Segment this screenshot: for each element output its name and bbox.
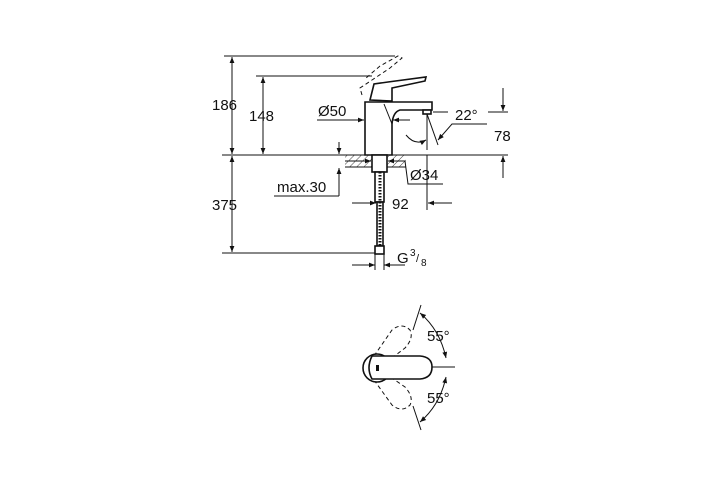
indicator-mark: [376, 365, 379, 371]
top-view: 55° 55°: [362, 304, 455, 431]
aerator: [422, 109, 432, 115]
label-92: 92: [392, 196, 409, 213]
label-max30: max.30: [277, 179, 326, 196]
side-view: 186 148 375 Ø50 22° 78: [212, 55, 511, 270]
label-connection: G: [397, 250, 409, 267]
label-connection-num: 3: [410, 248, 416, 259]
label-78: 78: [494, 128, 511, 145]
lever-handle: [368, 76, 428, 102]
label-angle-22: 22°: [455, 107, 478, 124]
label-angle-upper: 55°: [427, 328, 450, 345]
label-connection-slash: /: [416, 253, 420, 265]
label-diameter-34: Ø34: [410, 167, 438, 184]
label-diameter-50: Ø50: [318, 103, 346, 120]
label-148: 148: [249, 108, 274, 125]
spout-angle-line: [426, 113, 439, 146]
label-angle-lower: 55°: [427, 390, 450, 407]
diameter-34-leader: [404, 160, 443, 185]
label-connection-den: 8: [421, 258, 427, 269]
lever-raised-outline: [359, 55, 403, 96]
angle-down-line: [412, 405, 422, 431]
angle-up-line: [412, 304, 422, 331]
faucet-body: [364, 101, 433, 156]
angle-arc-22: [405, 134, 427, 145]
label-186: 186: [212, 97, 237, 114]
hose-nut: [374, 245, 385, 255]
angle-leader-22: [437, 123, 487, 141]
body-contour: [383, 103, 393, 125]
label-375: 375: [212, 197, 237, 214]
handle-top-view: [368, 355, 433, 380]
shank: [371, 154, 388, 173]
handle-rotated-up-outline: [373, 325, 412, 359]
handle-rotated-down-outline: [373, 377, 412, 410]
angle-arc-upper: [419, 312, 448, 359]
angle-arc-lower: [419, 376, 448, 423]
